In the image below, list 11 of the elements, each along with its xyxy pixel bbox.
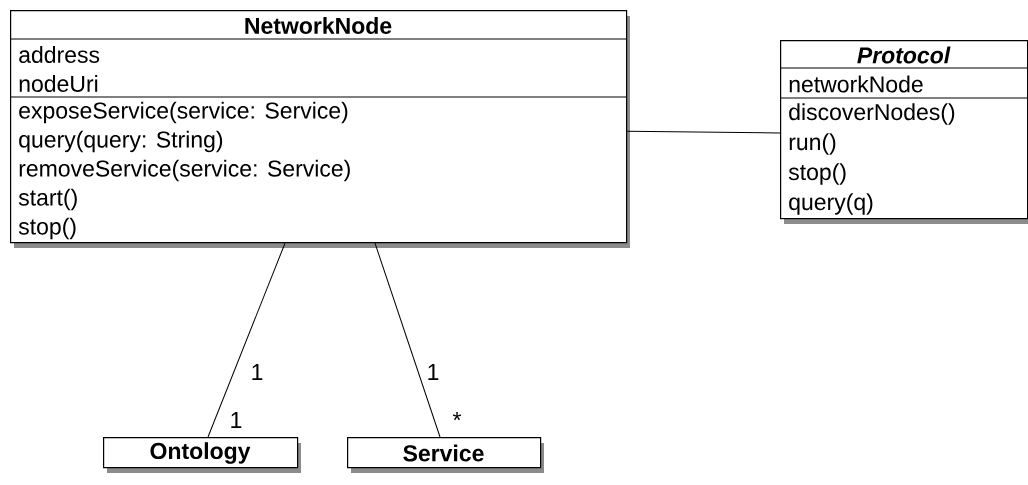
multiplicity-label: * <box>452 412 462 421</box>
class-box: Protocol networkNode discoverNodes() run() stop() query(q) <box>779 40 1028 224</box>
association-line <box>374 242 441 438</box>
class-box: Service <box>347 437 544 473</box>
class-box: NetworkNode address nodeUri exposeService(service: Service) query(query: String) removeService(service: Service) start() stop() <box>9 10 630 248</box>
multiplicity-label: 1 <box>252 364 263 380</box>
multiplicity-label: 1 <box>428 364 439 380</box>
association-line <box>626 130 781 134</box>
multiplicity-label: 1 <box>231 412 242 428</box>
association-line <box>207 242 286 438</box>
class-box: Ontology <box>103 437 301 473</box>
